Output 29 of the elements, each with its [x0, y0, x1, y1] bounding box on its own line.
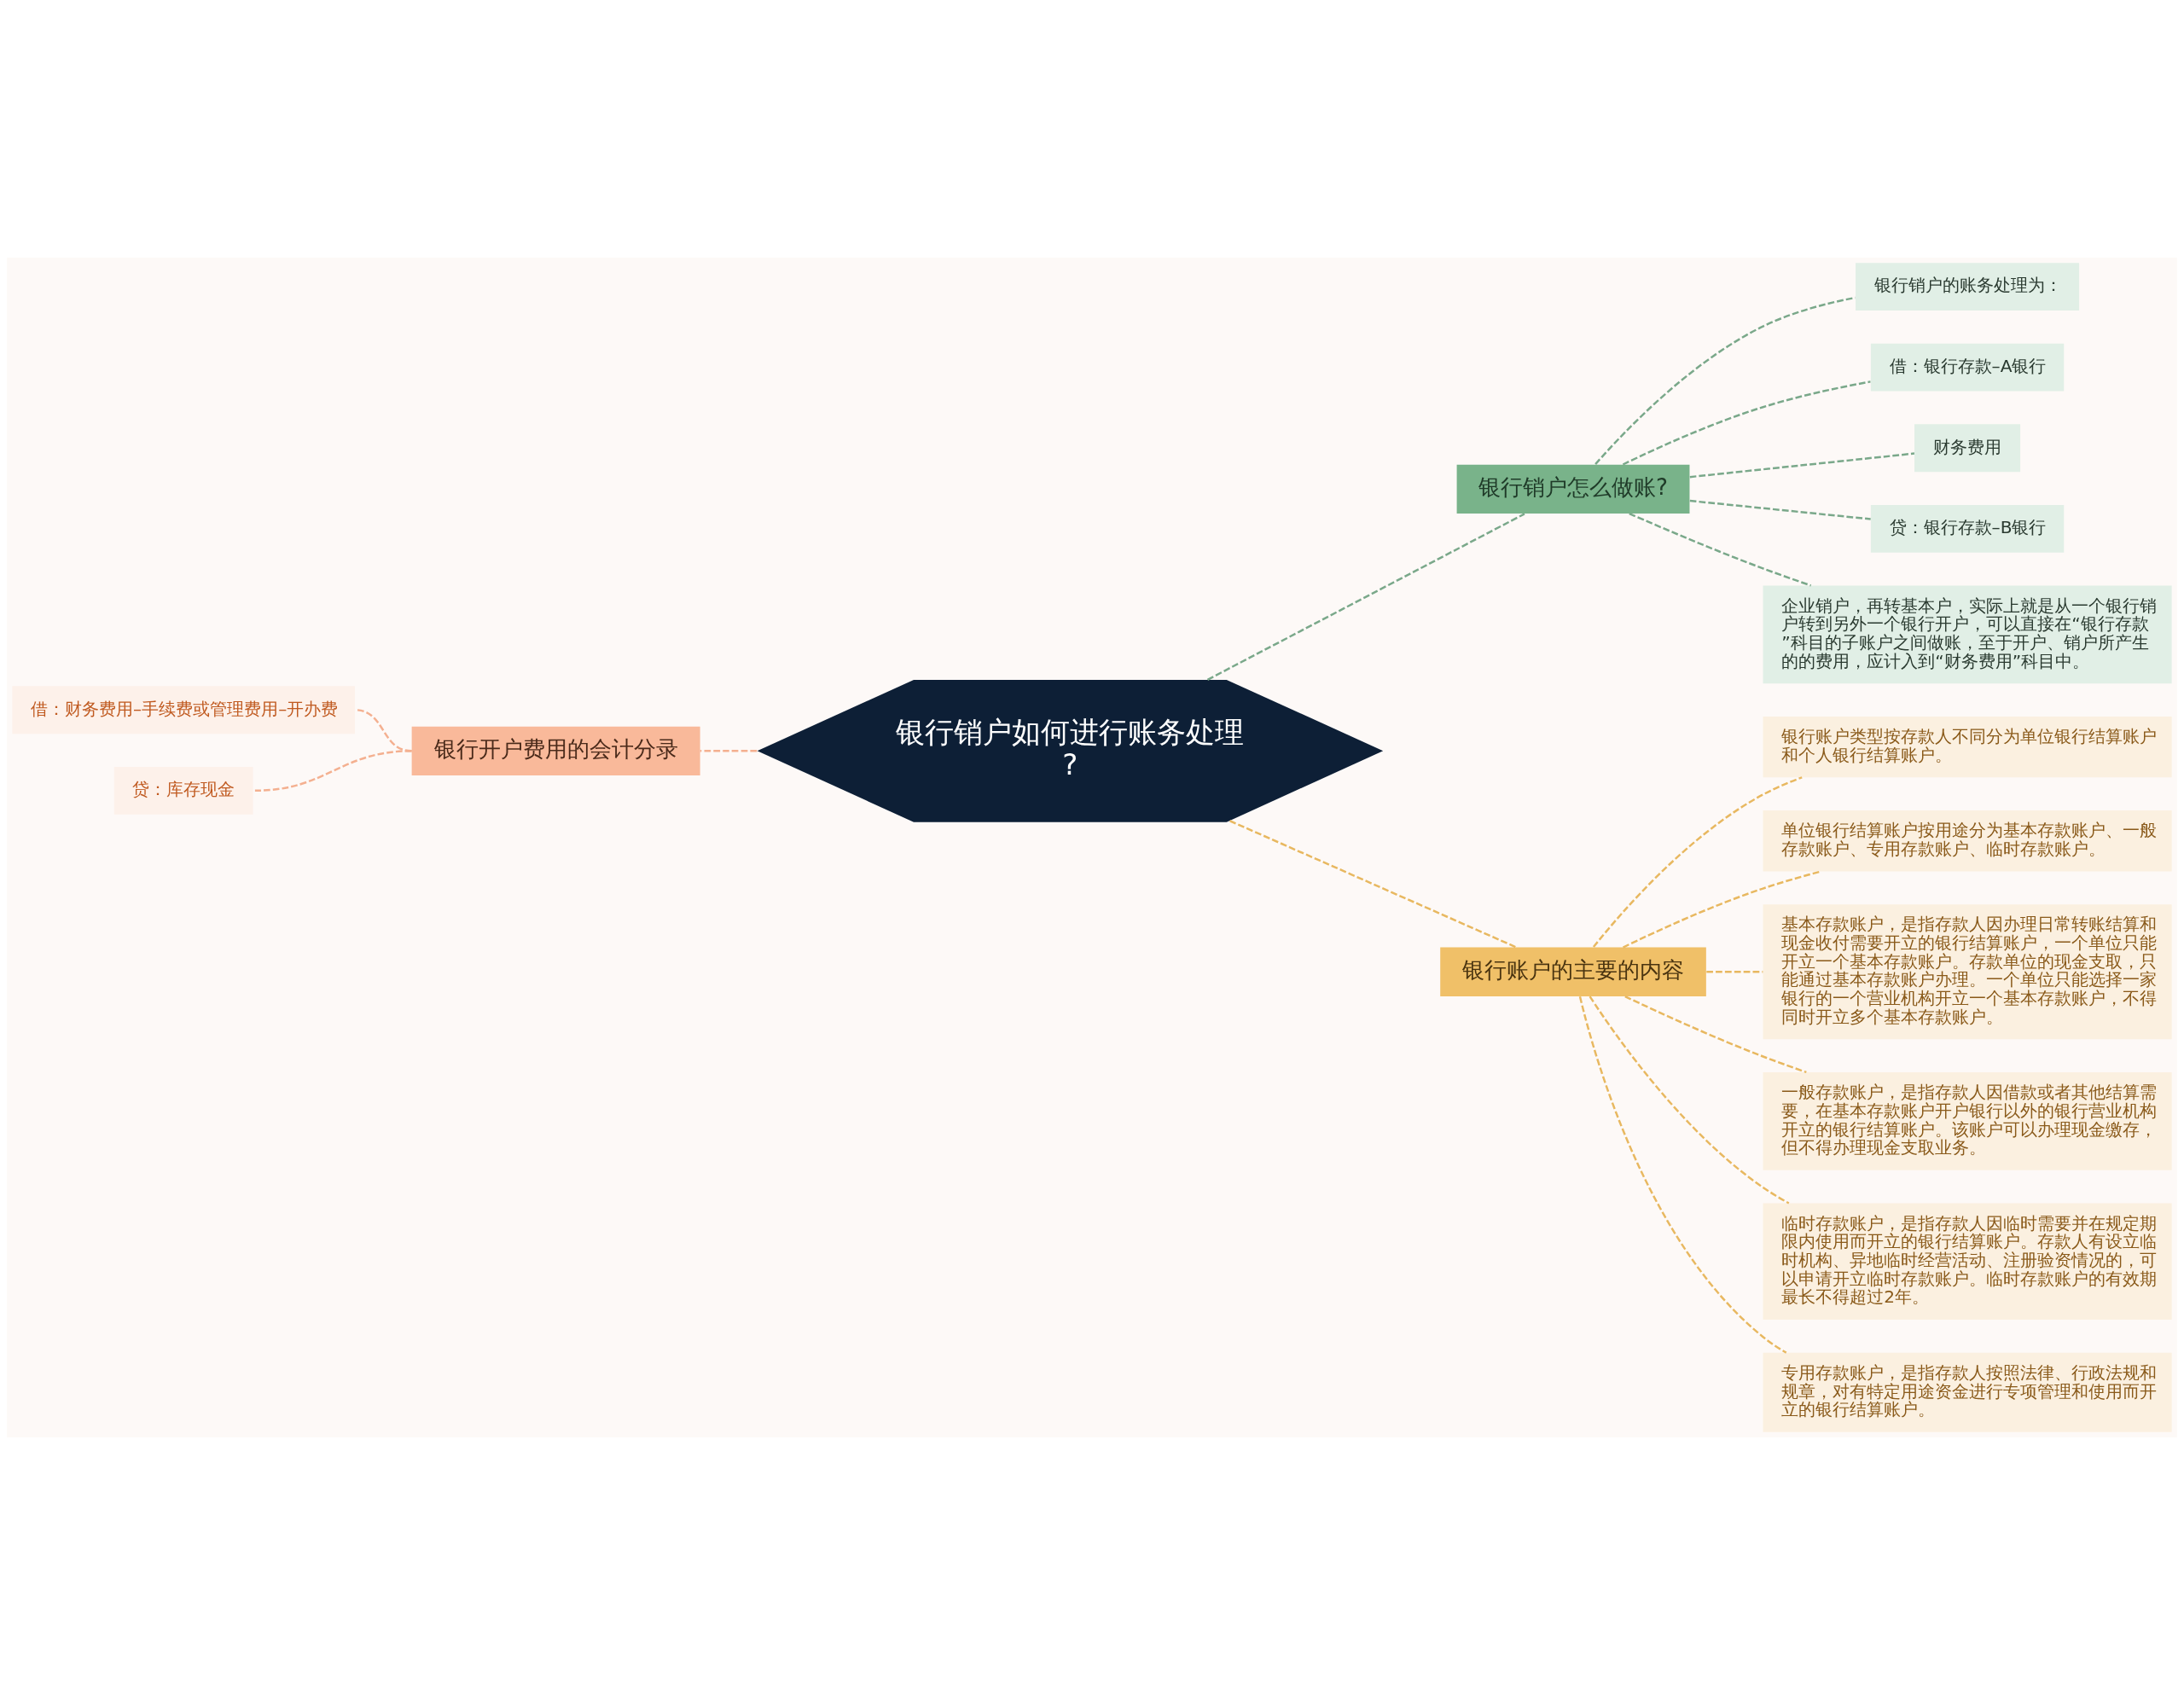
node-box: 银行账户类型按存款人不同分为单位银行结算账户和个人银行结算账户。: [1763, 717, 2172, 778]
node-box: 临时存款账户，是指存款人因临时需要并在规定期限内使用而开立的银行结算账户。存款人有设立临时机构、异地临时经营活动、注册验资情况的，可以申请开立临时存款账户。临时存款账户的有效期最长不得超过2年。: [1763, 1203, 2172, 1320]
node-box: 贷：银行存款–B银行: [1870, 504, 2065, 553]
connector: [1629, 512, 1812, 587]
connector: [1706, 971, 1763, 973]
connector: [1622, 380, 1871, 466]
connector: [254, 750, 412, 792]
connector: [1206, 513, 1525, 681]
node-box: 银行账户的主要的内容: [1440, 947, 1706, 996]
connector: [1594, 296, 1856, 465]
node-box: 企业销户，再转基本户，实际上就是从一个银行销户转到另外一个银行开户，可以直接在“银行存款”科目的子账户之间做账，至于开户、销户所产生的的费用，应计入到“财务费用”科目中。: [1763, 585, 2172, 684]
connector: [1689, 499, 1871, 520]
connector: [1578, 996, 1787, 1354]
connector: [1624, 995, 1807, 1074]
connector: [1589, 996, 1790, 1204]
connector: [700, 750, 758, 752]
node-box: 借：银行存款–A银行: [1870, 343, 2065, 392]
node-box: 专用存款账户，是指存款人按照法律、行政法规和规章，对有特定用途资金进行专项管理和使用而开立的银行结算账户。: [1763, 1352, 2172, 1432]
connector: [1229, 820, 1517, 949]
node-box: 一般存款账户，是指存款人因借款或者其他结算需要，在基本存款账户开户银行以外的银行营业机构开立的银行结算账户。该账户可以办理现金缴存，但不得办理现金支取业务。: [1763, 1072, 2172, 1170]
node-box: 单位银行结算账户按用途分为基本存款账户、一般存款账户、专用存款账户、临时存款账户。: [1763, 810, 2172, 872]
connector: [1623, 870, 1821, 949]
node-box: 基本存款账户，是指存款人因办理日常转账结算和现金收付需要开立的银行结算账户，一个单位只能开立一个基本存款账户。存款单位的现金支取，只能通过基本存款账户办理。一个单位只能选择一家银行的一个营业机构开立一个基本存款账户，不得同时开立多个基本存款账户。: [1763, 904, 2172, 1040]
connector: [1592, 776, 1803, 948]
node-box: 银行开户费用的会计分录: [411, 726, 700, 775]
connector: [1689, 452, 1915, 479]
node-box: 银行销户怎么做账?: [1456, 464, 1690, 514]
node-box: 银行销户的账务处理为：: [1856, 263, 2080, 311]
node-box: 财务费用: [1914, 424, 2021, 473]
